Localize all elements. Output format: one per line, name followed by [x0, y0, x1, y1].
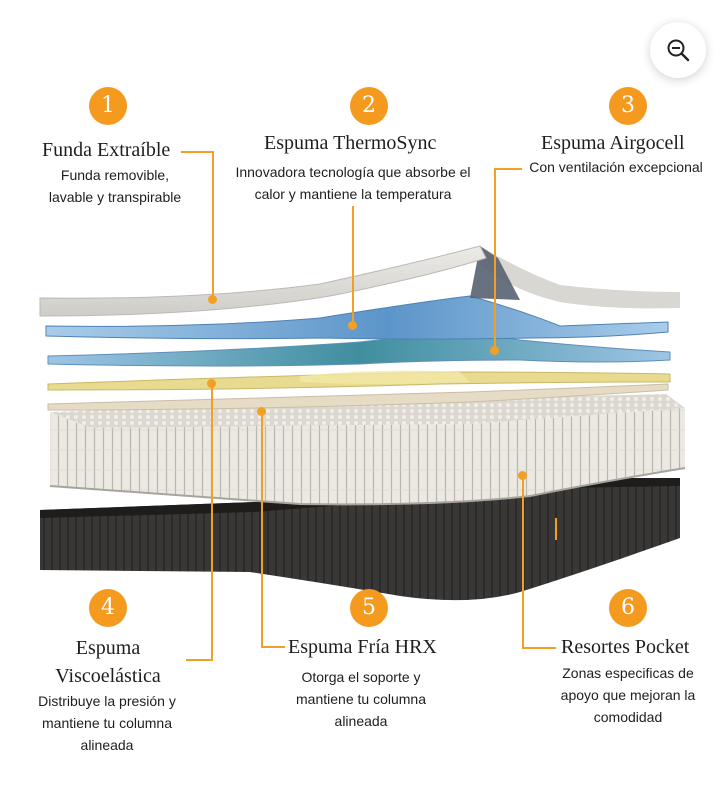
layer-2-number-badge: 2	[350, 87, 388, 125]
layer-5-number-badge: 5	[350, 589, 388, 627]
layer-1-connector-h	[181, 151, 213, 153]
layer-1-connector-v	[212, 151, 214, 298]
layer-6-number-badge: 6	[609, 589, 647, 627]
layer-1-description: Funda removible, lavable y transpirable	[48, 167, 182, 205]
layer-3-connector-v	[494, 168, 496, 351]
layer-6-title: Resortes Pocket	[561, 636, 690, 658]
pocket-springs-layer	[49, 394, 686, 506]
removable-cover-layer	[39, 245, 680, 317]
layer-1-pointer-dot	[208, 295, 217, 304]
layer-4-number-badge: 4	[89, 589, 127, 627]
layer-6-pointer-dot	[518, 471, 527, 480]
layer-5-pointer-dot	[257, 407, 266, 416]
layer-4-description: Distribuye la presión y mantiene tu colu…	[38, 693, 176, 753]
layer-3-number-badge: 3	[609, 87, 647, 125]
zoom-out-icon	[667, 39, 690, 62]
layer-5-title: Espuma Fría HRX	[288, 636, 437, 658]
layer-6-connector-h	[522, 647, 556, 649]
layer-4-title: Espuma Viscoelástica	[55, 637, 161, 687]
airgocell-foam-layer	[47, 334, 671, 367]
layer-2-pointer-dot	[348, 321, 357, 330]
layer-4-connector-h	[186, 659, 213, 661]
layer-3-pointer-dot	[490, 346, 499, 355]
layer-3-connector-h	[494, 168, 522, 170]
zoom-out-button[interactable]	[650, 22, 706, 78]
layer-6-connector-v	[522, 475, 524, 648]
layer-6-description: Zonas especificas de apoyo que mejoran l…	[560, 665, 696, 725]
layer-3-description: Con ventilación excepcional	[529, 159, 703, 175]
layer-2-title: Espuma ThermoSync	[264, 132, 437, 154]
layer-2-description: Innovadora tecnología que absorbe el cal…	[235, 164, 471, 202]
layer-1-number-badge: 1	[89, 87, 127, 125]
layer-5-connector-v	[261, 411, 263, 647]
layer-5-connector-h	[261, 646, 285, 648]
layer-5-description: Otorga el soporte y mantiene tu columna …	[296, 669, 426, 729]
layer-1-title: Funda Extraíble	[42, 139, 171, 161]
layer-2-connector-v	[352, 206, 354, 326]
layer-3-title: Espuma Airgocell	[541, 132, 685, 154]
layer-4-pointer-dot	[207, 379, 216, 388]
hrx-foam-layer	[47, 383, 669, 411]
thermosync-foam-layer	[45, 295, 669, 340]
layer-4-connector-v	[211, 383, 213, 660]
